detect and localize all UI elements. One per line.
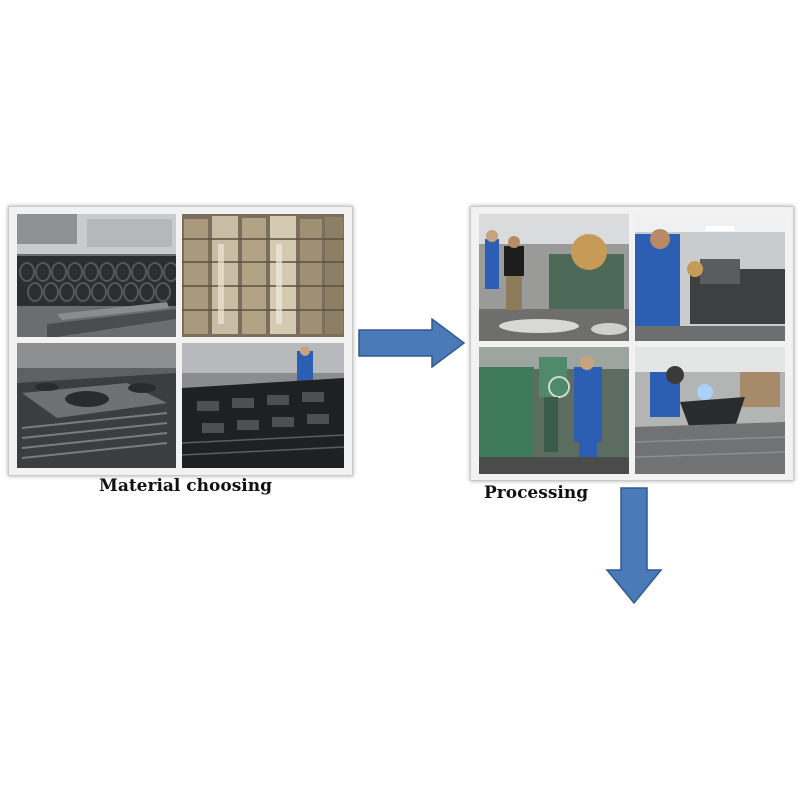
caption-processing: Processing: [484, 483, 589, 503]
photo-processing-drill: [479, 347, 629, 474]
photo-material-frames: [182, 343, 344, 468]
photo-processing-lathe-workers: [479, 214, 629, 341]
caption-material-choosing: Material choosing: [99, 476, 272, 496]
processing-panel: [470, 206, 794, 481]
arrow-down-icon: [605, 487, 663, 605]
photo-material-rings: [17, 214, 176, 337]
arrow-right-icon: [358, 318, 466, 368]
photo-material-cylinders: [182, 214, 344, 337]
photo-processing-lathe: [635, 214, 785, 341]
material-choosing-panel: [8, 206, 353, 476]
photo-processing-welding: [635, 347, 785, 474]
photo-material-plates: [17, 343, 176, 468]
